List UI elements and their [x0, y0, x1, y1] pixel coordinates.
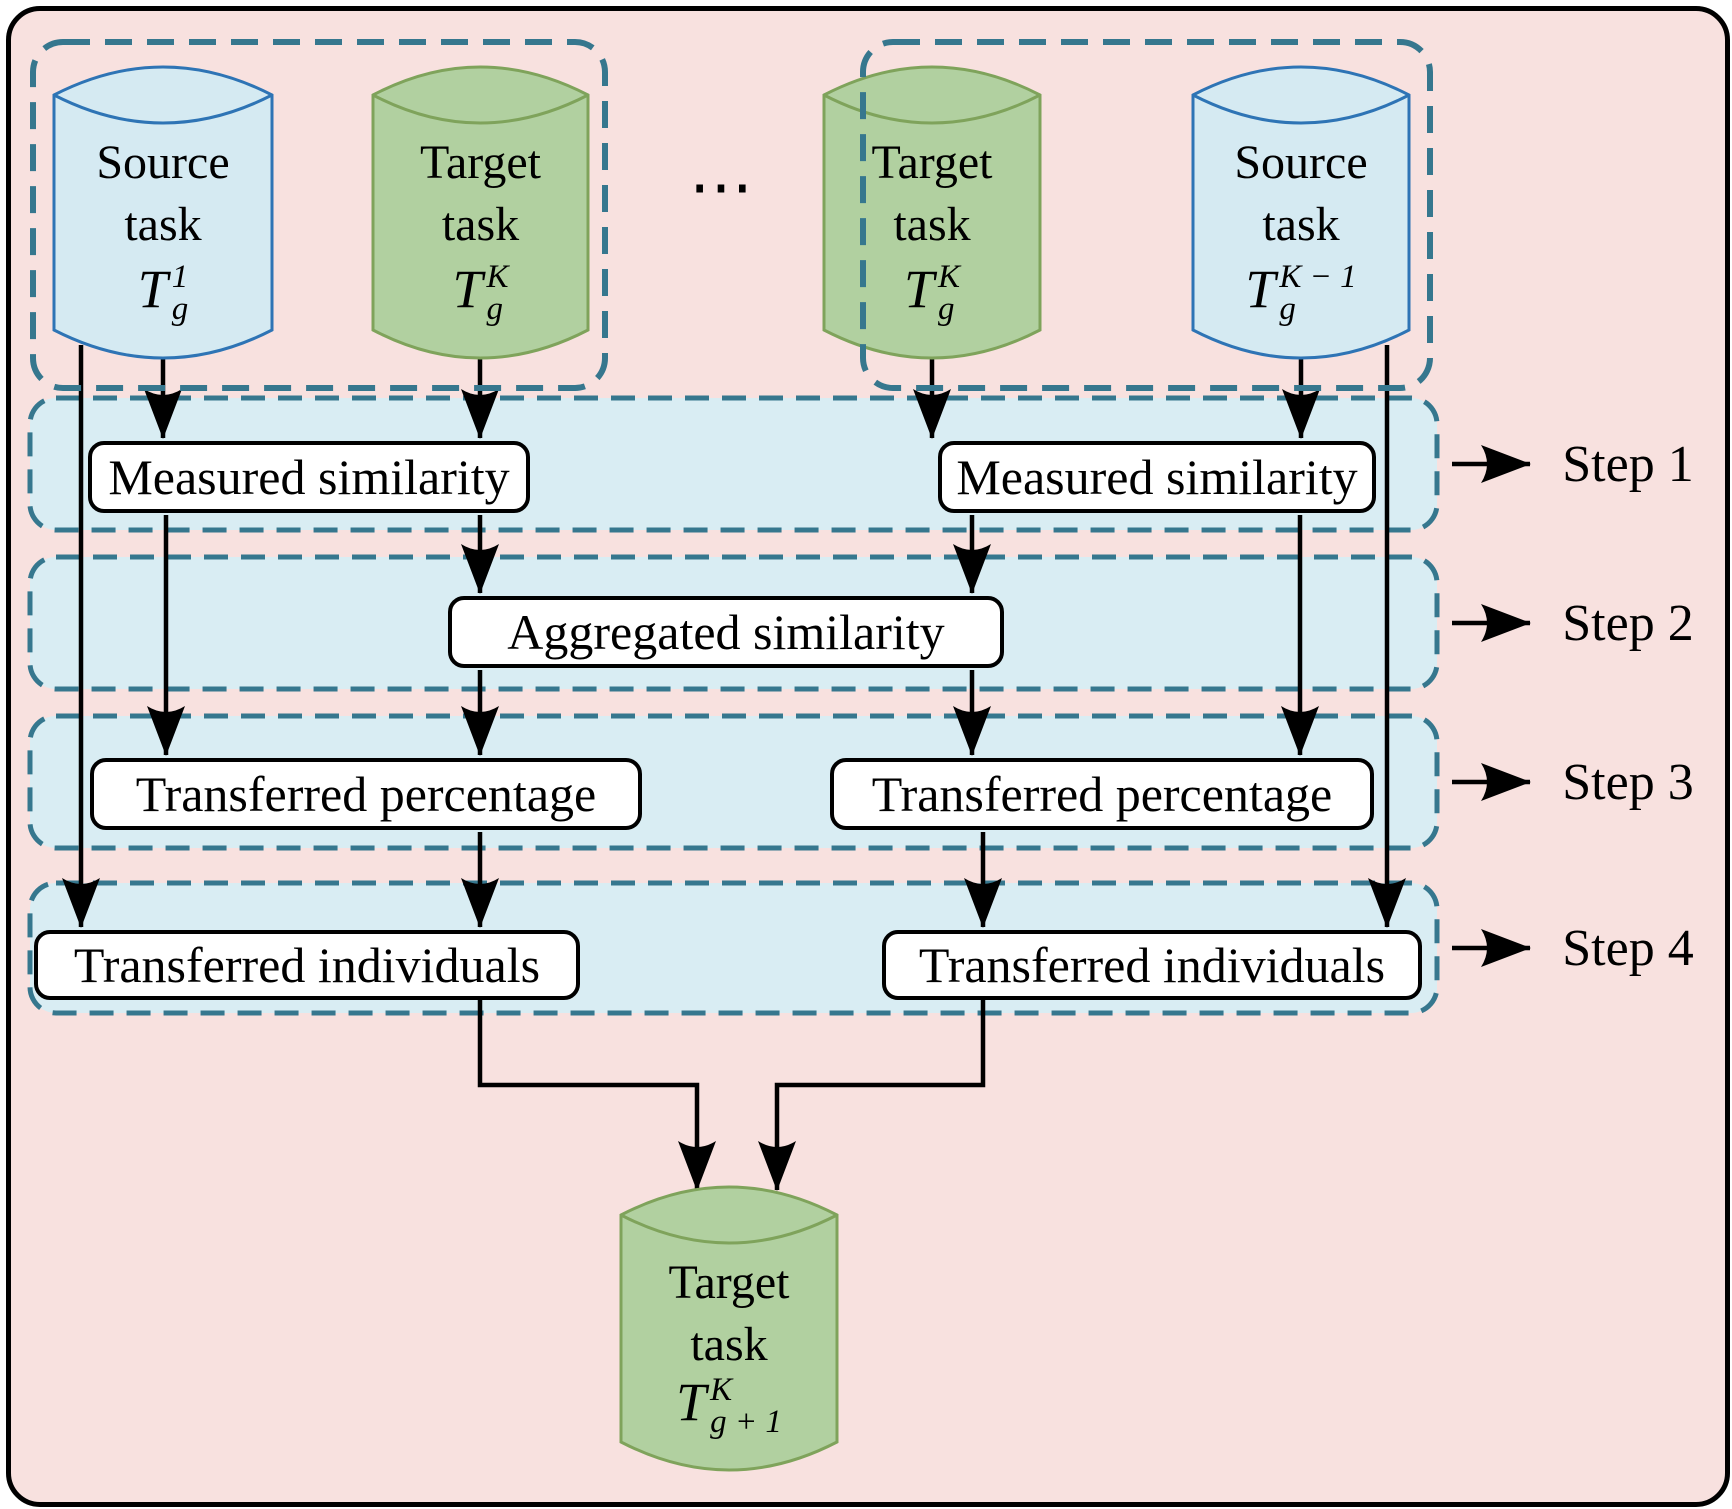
measured-similarity-left-box: Measured similarity [88, 441, 530, 513]
arrow-individuals-right-to-target-next [758, 1000, 986, 1191]
math-superscript: K − 1 [1279, 259, 1357, 295]
math-base: T [452, 259, 483, 319]
target-task-k-right-label-line1: Target [871, 136, 993, 189]
arrow-individuals-left-to-target-next [477, 1000, 716, 1191]
math-superscript: K [486, 259, 509, 295]
step3-label: Step 3 [1562, 753, 1694, 811]
target-task-k-right-label-line2: task [893, 198, 971, 251]
source-task-k-minus-1-cylinder-lens [1192, 93, 1410, 125]
aggregated-similarity-box: Aggregated similarity [448, 596, 1004, 668]
math-subscript: g [171, 291, 189, 327]
source-task-1-cylinder-lens [53, 93, 273, 125]
step1-label: Step 1 [1562, 435, 1694, 493]
measured-similarity-right-box: Measured similarity [938, 441, 1376, 513]
target-task-k-left-cylinder [371, 65, 590, 360]
ellipsis-dots: ⋯ [689, 151, 761, 222]
math-subscript: g [938, 291, 955, 327]
task-pair-group-left [30, 39, 608, 391]
target-task-next-gen-cylinder [619, 1185, 839, 1472]
math-base: T [903, 259, 935, 319]
target-task-k-left-cylinder-lens [372, 93, 589, 125]
math-subscript: g + 1 [710, 1404, 782, 1440]
target-task-next-gen-label-line2: task [690, 1318, 768, 1371]
math-superscript: 1 [171, 259, 189, 295]
transferred-individuals-left-box: Transferred individuals [34, 930, 580, 1000]
math-superscript: K [710, 1372, 733, 1408]
step4-label: Step 4 [1562, 919, 1694, 977]
math-base: T [137, 259, 168, 319]
math-base: T [676, 1372, 707, 1432]
source-task-1-label-line1: Source [96, 136, 230, 189]
target-task-next-gen-cylinder-lens [620, 1213, 838, 1245]
source-task-1-label-line2: task [124, 198, 202, 251]
math-subscript: g [486, 291, 504, 327]
math-subscript: g [1279, 291, 1296, 327]
math-superscript: K [938, 259, 961, 295]
source-task-1-cylinder [52, 65, 274, 360]
transferred-percentage-left-box: Transferred percentage [90, 758, 642, 830]
source-task-k-minus-1-label-line1: Source [1234, 136, 1368, 189]
task-pair-group-right [860, 39, 1433, 391]
target-task-k-right-cylinder [822, 65, 1042, 360]
transferred-individuals-right-box: Transferred individuals [882, 930, 1422, 1000]
target-task-k-left-label-line2: task [441, 198, 520, 251]
transferred-percentage-right-box: Transferred percentage [830, 758, 1374, 830]
target-task-k-right-cylinder-lens [823, 93, 1041, 125]
math-base: T [1245, 259, 1276, 319]
source-task-k-minus-1-cylinder [1191, 65, 1411, 360]
step2-label: Step 2 [1562, 594, 1694, 652]
target-task-k-left-label-line1: Target [419, 136, 542, 189]
target-task-next-gen-label-line1: Target [668, 1256, 790, 1309]
source-task-k-minus-1-label-line2: task [1262, 198, 1340, 251]
